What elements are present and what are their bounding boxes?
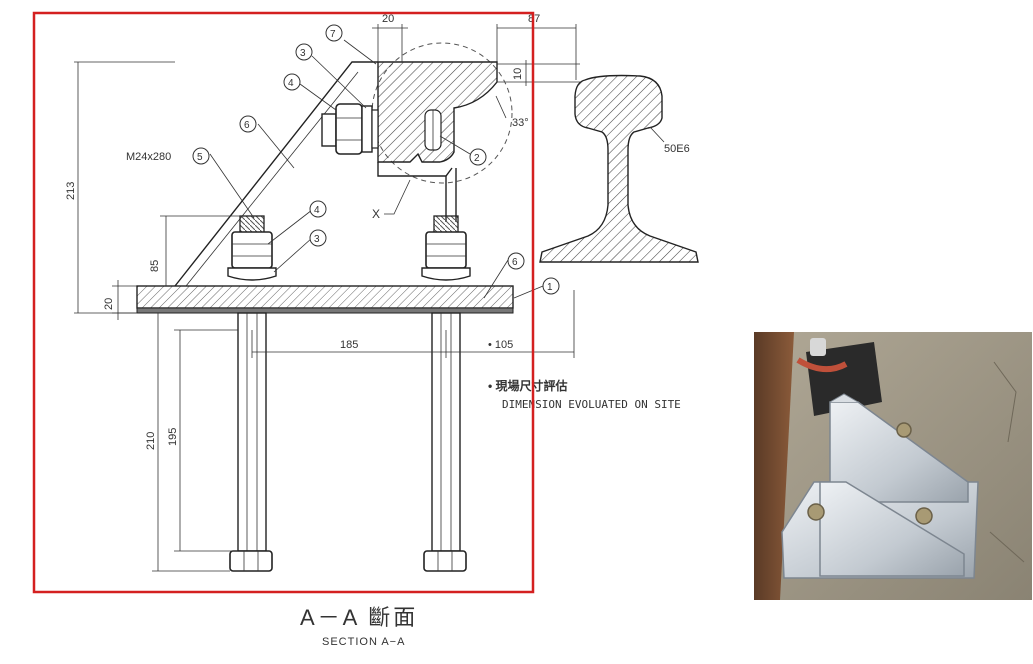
- balloon-4-top-label: 4: [288, 78, 294, 89]
- site-photo: [754, 332, 1032, 600]
- balloon-3-top-label: 3: [300, 48, 306, 59]
- rail-profile: [539, 74, 699, 263]
- balloon-3-top: [295, 43, 313, 61]
- horizontal-bolt: [321, 103, 379, 155]
- dim-85: [160, 215, 240, 286]
- dim-185: [251, 330, 447, 358]
- dim-185-label: 185: [340, 339, 358, 351]
- dim-210-label: 210: [145, 432, 157, 450]
- section-subtitle: SECTION A−A: [322, 636, 405, 648]
- balloon-2: [469, 148, 487, 166]
- rail-label: 50E6: [664, 143, 690, 155]
- base-plate: [136, 285, 514, 314]
- leader-lines: [209, 39, 544, 299]
- balloon-6-rib: [239, 115, 257, 133]
- anchor-bolt-right: [421, 215, 471, 572]
- balloon-6-plate-label: 6: [512, 257, 518, 268]
- angle-label: 33°: [512, 117, 529, 129]
- dim-20-plate-label: 20: [103, 298, 115, 310]
- balloon-2-label: 2: [474, 153, 480, 164]
- highlight-box: [32, 11, 535, 594]
- dim-20-top: [372, 24, 408, 62]
- balloon-5-label: 5: [197, 152, 203, 163]
- balloon-4-mid-label: 4: [314, 205, 320, 216]
- balloon-7: [325, 24, 343, 42]
- dim-195-label: 195: [167, 428, 179, 446]
- dim-105: [446, 290, 575, 358]
- vertical-rod: [445, 168, 457, 222]
- triangular-rib: [174, 61, 378, 287]
- anchor-bolt-left: [227, 215, 277, 572]
- detail-mark: X: [372, 207, 380, 221]
- dim-10: [497, 60, 580, 86]
- section-title: A－A 斷面: [300, 605, 418, 630]
- balloon-4-mid: [309, 200, 327, 218]
- balloon-4-top: [283, 73, 301, 91]
- note-chinese: • 現場尺寸評估: [488, 378, 568, 393]
- balloon-5: [192, 147, 210, 165]
- balloon-1: [542, 277, 560, 295]
- clamp-block: [377, 61, 498, 177]
- dim-85-label: 85: [149, 260, 161, 272]
- balloon-3-mid: [309, 229, 327, 247]
- balloon-7-label: 7: [330, 29, 336, 40]
- dim-105-label: • 105: [488, 339, 513, 351]
- balloon-6-rib-label: 6: [244, 120, 250, 131]
- rail-label-leader: [649, 126, 665, 143]
- balloon-3-mid-label: 3: [314, 234, 320, 245]
- dim-210: [152, 313, 230, 572]
- balloon-6-plate: [507, 252, 525, 270]
- balloon-1-label: 1: [547, 282, 553, 293]
- dim-195: [174, 329, 238, 552]
- dim-10-label: 10: [512, 68, 524, 80]
- bolt-spec: M24x280: [126, 151, 171, 163]
- dim-20-plate: [112, 280, 137, 320]
- dim-213-label: 213: [65, 182, 77, 200]
- dim-20-top-label: 20: [382, 13, 394, 25]
- dim-213: [74, 61, 175, 314]
- dim-87: [496, 24, 577, 80]
- note-english: DIMENSION EVOLUATED ON SITE: [502, 398, 681, 411]
